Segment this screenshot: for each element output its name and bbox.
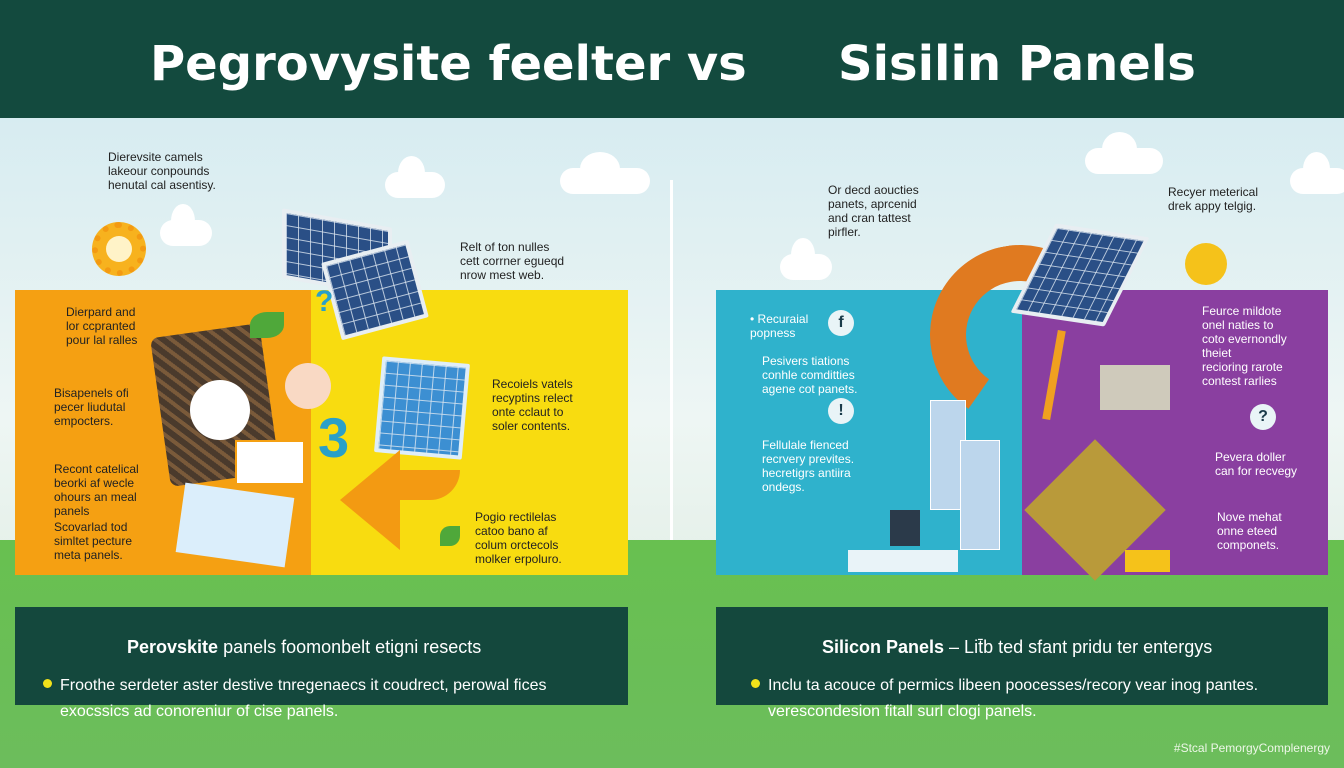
callout-text: Bisapenels ofi pecer liudutal empocters.	[54, 386, 129, 428]
machine-icon	[890, 510, 920, 546]
perovskite-summary-box: Perovskite panels foomonbelt etigni rese…	[15, 607, 628, 720]
callout-text: Scovarlad tod simltet pecture meta panel…	[54, 520, 133, 562]
cloud-icon	[1290, 152, 1344, 194]
info-icon: f	[828, 310, 854, 336]
leaf-icon	[250, 312, 284, 338]
callout-text: Recoiels vatels recyptins relect onte cc…	[492, 377, 573, 433]
help-icon: ?	[1250, 404, 1276, 430]
summary-text: Inclu ta acouce of permics libeen pooces…	[768, 677, 1259, 720]
callout-text: Nove mehat onne eteed componets.	[1217, 510, 1282, 552]
bullet-icon	[751, 679, 760, 688]
badge-icon	[1185, 243, 1227, 285]
cloud-icon	[160, 204, 212, 246]
bullet-icon	[43, 679, 52, 688]
summary-title-bold: Silicon Panels	[822, 637, 945, 657]
divider-pole	[670, 180, 673, 540]
summary-title: Silicon Panels – Lit̄b ted sfant pridu t…	[822, 637, 1212, 658]
cloud-icon	[780, 238, 832, 280]
house-icon	[235, 440, 305, 485]
callout-text: Fellulale fienced recrvery prevites. hec…	[762, 438, 855, 494]
callout-text: Relt of ton nulles cett corrner egueqd n…	[460, 240, 565, 282]
recycle-bin-icon	[285, 363, 331, 409]
callout-text: Pogio rectilelas catoo bano af colum orc…	[475, 510, 562, 566]
flower-icon	[190, 380, 250, 440]
summary-title-rest: panels foomonbelt etigni resects	[218, 637, 482, 657]
alert-icon: !	[828, 398, 854, 424]
summary-title: Perovskite panels foomonbelt etigni rese…	[127, 637, 481, 658]
document-icon	[175, 482, 295, 568]
cloud-icon	[560, 152, 650, 194]
summary-title-rest: – Lit̄b ted sfant pridu ter entergys	[944, 637, 1213, 657]
cloud-icon	[1085, 132, 1163, 174]
callout-text: Dierevsite camels lakeour conpounds henu…	[108, 150, 216, 192]
callout-text: Or decd aoucties panets, aprcenid and cr…	[828, 183, 919, 239]
title-right: Sisilin Panels	[838, 36, 1196, 92]
sprout-icon	[440, 526, 460, 546]
truck-icon	[1100, 365, 1170, 410]
conveyor-icon	[848, 550, 958, 572]
cloud-icon	[385, 156, 445, 198]
sun-gear-icon	[92, 222, 146, 276]
callout-text: Feurce mildote onel naties to coto evern…	[1202, 304, 1287, 388]
box-icon	[1125, 550, 1170, 572]
callout-text: Recuraial popness	[750, 312, 808, 340]
callout-text: Pevera doller can for recvegy	[1215, 450, 1298, 478]
hashtag-footer: #Stcal PemorgyComplenergy	[1173, 741, 1330, 755]
header-banner: Pegrovysite feelter vs Sisilin Panels	[0, 0, 1344, 118]
summary-text: Froothe serdeter aster destive tnregenae…	[60, 677, 547, 720]
arrow-icon	[340, 450, 400, 550]
summary-title-bold: Perovskite	[127, 637, 219, 657]
silicon-summary-box: Silicon Panels – Lit̄b ted sfant pridu t…	[716, 607, 1328, 720]
callout-text: Dierpard and lor ccpranted pour lal rall…	[66, 305, 138, 347]
callout-text: Recont catelical beorki af wecle ohours …	[54, 462, 139, 518]
callout-text: Recyer meterical drek appy telgig.	[1168, 185, 1259, 213]
callout-text: Pesivers tiations conhle comditties agen…	[762, 354, 858, 396]
title-left: Pegrovysite feelter vs	[150, 36, 747, 92]
building-icon	[960, 440, 1000, 550]
question-icon: ?	[315, 285, 334, 318]
solar-panel-image	[373, 356, 471, 460]
